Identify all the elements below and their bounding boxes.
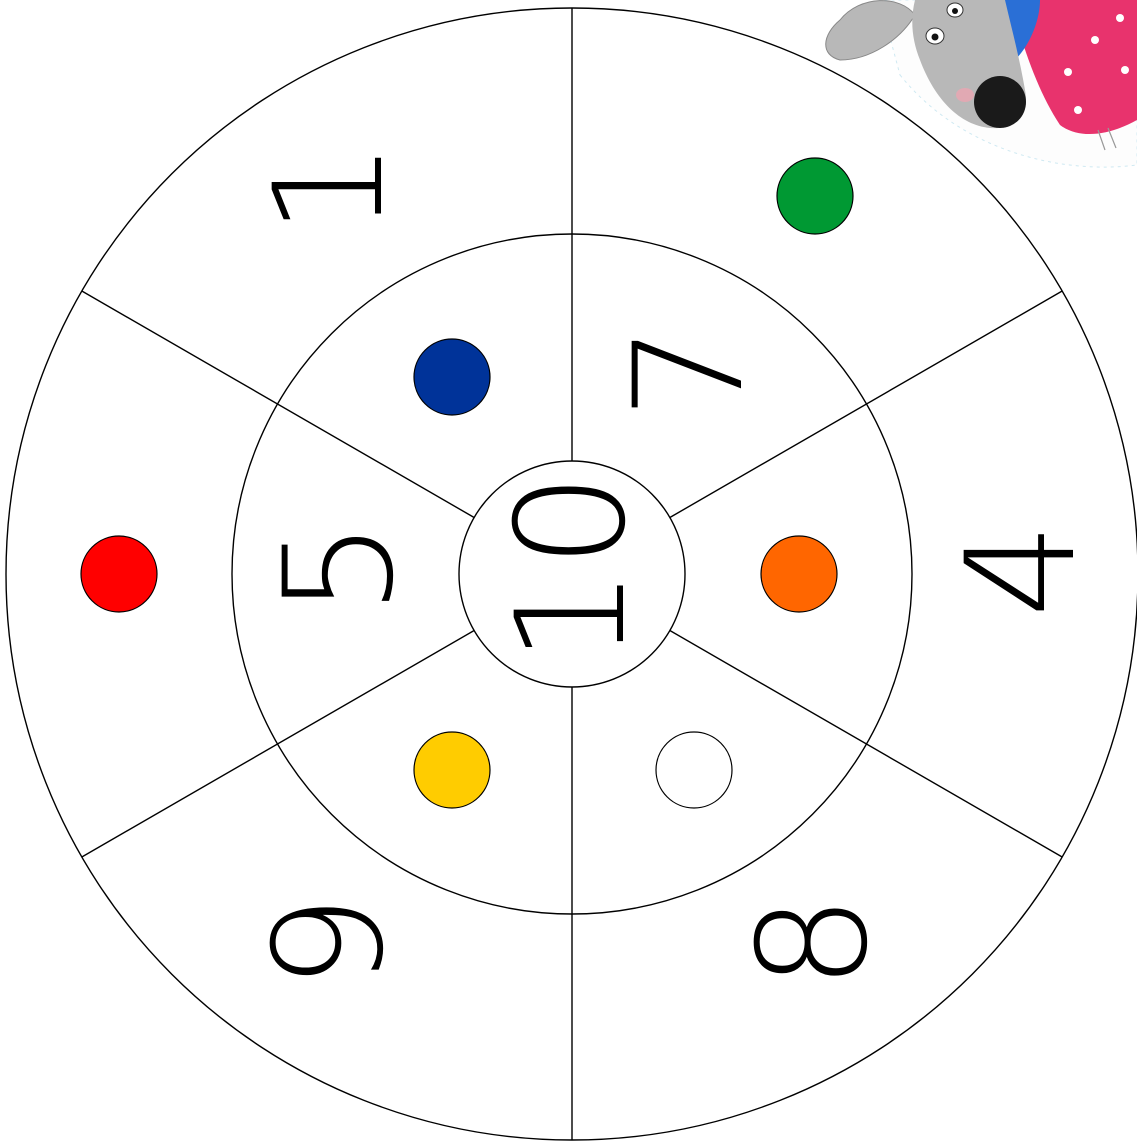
yellow-dot — [414, 732, 490, 808]
orange-dot — [761, 536, 837, 612]
number-one: 1 — [243, 140, 417, 235]
sector-divider-5 — [82, 631, 474, 858]
dog-nose — [974, 76, 1026, 128]
number-seven: 7 — [603, 324, 777, 419]
number-nine: 9 — [243, 894, 417, 989]
number-eight: 8 — [727, 894, 901, 989]
number-four: 4 — [935, 522, 1109, 617]
sector-divider-3 — [670, 631, 1062, 858]
number-five: 5 — [253, 520, 427, 615]
red-dot — [81, 536, 157, 612]
center-number: 10 — [485, 473, 659, 664]
sector-divider-6 — [82, 291, 474, 518]
blue-dot — [414, 339, 490, 415]
dog-character-icon — [826, 0, 1137, 167]
green-dot — [777, 158, 853, 234]
white-dot — [656, 732, 732, 808]
